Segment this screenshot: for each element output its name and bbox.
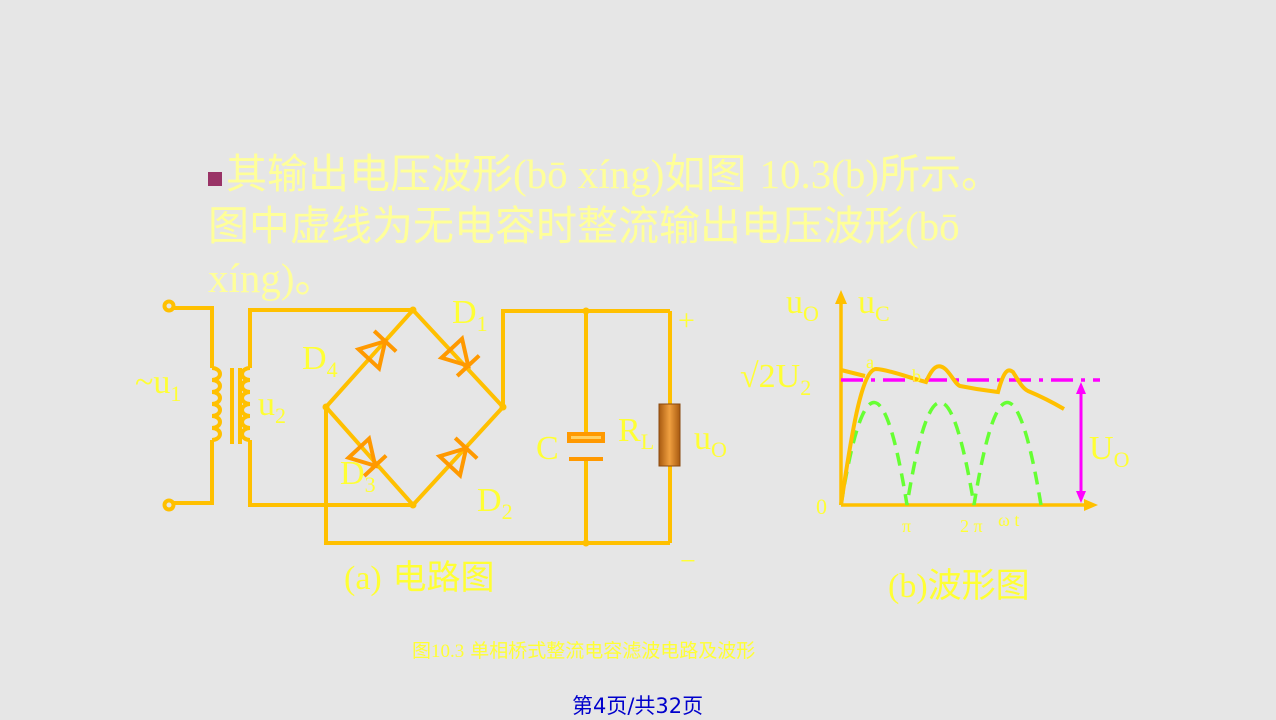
label-d3: D3 bbox=[340, 455, 376, 497]
label-pi: π bbox=[902, 516, 912, 536]
label-uo-axis: uO bbox=[786, 284, 819, 326]
secondary-wire-bottom bbox=[248, 440, 413, 507]
junction-dot bbox=[499, 403, 507, 411]
diode-d1-symbol bbox=[437, 334, 481, 378]
junction-dot bbox=[582, 539, 590, 547]
label-load-resistor: RL bbox=[618, 412, 655, 454]
label-two-pi: 2 π bbox=[960, 516, 983, 536]
output-wire-top bbox=[501, 309, 670, 407]
label-u2: u2 bbox=[258, 386, 286, 428]
label-point-a: a bbox=[866, 352, 874, 372]
y-axis-arrow bbox=[835, 290, 847, 304]
label-peak-voltage: √2U2 bbox=[740, 358, 812, 400]
label-omega-t: ω t bbox=[998, 510, 1020, 530]
diode-d4-symbol bbox=[354, 329, 398, 373]
uo-arrow-up bbox=[1076, 382, 1086, 394]
junction-dot bbox=[582, 307, 590, 315]
label-average-voltage: UO bbox=[1089, 430, 1130, 472]
primary-coil bbox=[211, 366, 222, 442]
primary-wire-top bbox=[174, 306, 214, 368]
discharge-segment-start bbox=[840, 368, 866, 378]
page-number: 第4页/共32页 bbox=[572, 694, 704, 718]
label-d2: D2 bbox=[477, 482, 513, 524]
slide-body-text: 其输出电压波形(bō xíng)如图 10.3(b)所示。图中虚线为无电容时整流… bbox=[208, 148, 1038, 304]
full-wave-rectified-dashed-curve bbox=[839, 400, 1043, 506]
transformer bbox=[162, 299, 413, 512]
text-part-2: 如图 bbox=[664, 150, 760, 198]
capacitor-symbol bbox=[567, 432, 605, 461]
load-resistor-symbol bbox=[658, 403, 681, 467]
label-minus: − bbox=[680, 546, 696, 577]
diode-d2-symbol bbox=[435, 436, 479, 480]
text-part-3: 所示。图中虚线为无电容时整流输出电压波形 bbox=[208, 150, 1003, 250]
junction-dots bbox=[322, 306, 590, 547]
x-axis-arrow bbox=[1084, 499, 1098, 511]
label-output-voltage: uO bbox=[694, 420, 727, 462]
label-d4: D4 bbox=[302, 340, 338, 382]
label-point-b: b bbox=[912, 366, 921, 386]
ground-wire bbox=[324, 407, 670, 545]
label-plus: + bbox=[678, 304, 695, 337]
text-part-1: 其输出电压波形 bbox=[226, 150, 513, 198]
label-d1: D1 bbox=[452, 294, 488, 336]
figure-reference: 10.3(b) bbox=[759, 151, 880, 197]
secondary-wire-top bbox=[248, 308, 413, 368]
pinyin-2: (bō xíng) bbox=[208, 203, 960, 301]
primary-wire-bottom bbox=[174, 440, 214, 505]
label-capacitor: C bbox=[536, 430, 559, 467]
secondary-coil bbox=[240, 366, 251, 442]
input-terminal-top bbox=[162, 299, 176, 313]
label-uc-axis: uC bbox=[858, 284, 890, 326]
text-part-4: 。 bbox=[294, 254, 336, 302]
pinyin-1: (bō xíng) bbox=[513, 151, 665, 197]
caption-a: (a) 电路图 bbox=[344, 558, 495, 598]
waveform-axes bbox=[835, 290, 1098, 511]
diode-d3-symbol bbox=[344, 434, 388, 478]
bullet-icon bbox=[208, 172, 222, 186]
uo-arrow-down bbox=[1076, 491, 1086, 503]
caption-b: (b)波形图 bbox=[888, 566, 1030, 606]
diodes bbox=[344, 329, 481, 480]
junction-dot bbox=[409, 501, 417, 509]
label-u1: ~u1 bbox=[135, 364, 182, 406]
junction-dot bbox=[322, 403, 330, 411]
figure-caption: 图10.3 单相桥式整流电容滤波电路及波形 bbox=[412, 640, 756, 662]
input-terminal-bottom bbox=[162, 498, 176, 512]
capacitor-filtered-output-curve bbox=[839, 364, 1066, 506]
label-origin: 0 bbox=[816, 494, 827, 519]
junction-dot bbox=[409, 306, 417, 314]
